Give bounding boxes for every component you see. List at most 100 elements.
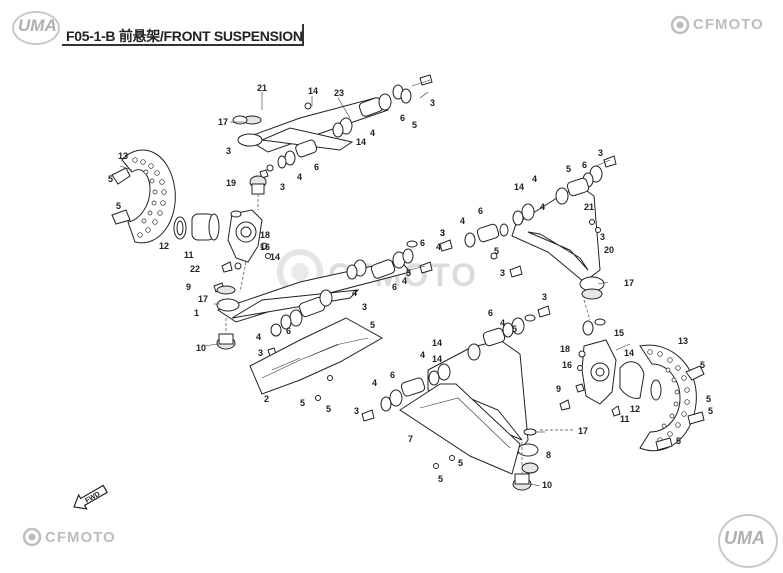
part-callout-17: 17 <box>218 117 228 127</box>
callouts-left-knuckle: 13 5 5 12 11 18 16 14 22 9 17 <box>108 151 280 304</box>
part-callout-5: 5 <box>438 474 443 484</box>
uma-logo-top: UMA <box>18 16 57 35</box>
diagram-title-box: F05-1-B 前悬架/FRONT SUSPENSION <box>62 24 304 46</box>
part-callout-3: 3 <box>600 232 605 242</box>
part-callout-6: 6 <box>488 308 493 318</box>
part-callout-4: 4 <box>402 276 407 286</box>
upper-right-a-arm <box>439 155 617 321</box>
part-callout-12: 12 <box>159 241 169 251</box>
part-callout-14: 14 <box>514 182 524 192</box>
left-steering-knuckle <box>213 209 271 293</box>
right-brake-disc <box>639 344 705 452</box>
part-callout-13: 13 <box>678 336 688 346</box>
part-callout-5: 5 <box>676 436 681 446</box>
right-steering-knuckle <box>559 318 662 417</box>
callouts-upper-right-arm: 3 6 5 14 4 4 21 3 4 3 6 5 20 17 3 <box>440 148 634 288</box>
part-callout-5: 5 <box>116 201 121 211</box>
part-callout-6: 6 <box>314 162 319 172</box>
part-callout-5: 5 <box>566 164 571 174</box>
part-callout-5: 5 <box>108 174 113 184</box>
part-callout-4: 4 <box>420 350 425 360</box>
part-callout-3: 3 <box>500 268 505 278</box>
part-callout-3: 3 <box>440 228 445 238</box>
part-callout-7: 7 <box>408 434 413 444</box>
part-callout-18: 18 <box>560 344 570 354</box>
part-callout-3: 3 <box>280 182 285 192</box>
part-callout-16: 16 <box>260 242 270 252</box>
uma-logo-bottom: UMA <box>724 528 765 548</box>
part-callout-5: 5 <box>700 360 705 370</box>
part-callout-3: 3 <box>362 302 367 312</box>
part-callout-5: 5 <box>300 398 305 408</box>
lower-left-a-arm <box>216 240 433 357</box>
part-callout-15: 15 <box>614 328 624 338</box>
right-skid-plate <box>399 383 521 475</box>
part-callout-4: 4 <box>540 202 545 212</box>
part-callout-16: 16 <box>562 360 572 370</box>
part-callout-4: 4 <box>256 332 261 342</box>
callouts-right-knuckle: 15 18 16 14 13 5 5 9 12 11 5 5 <box>556 328 713 446</box>
part-callout-11: 11 <box>620 414 630 424</box>
part-callout-4: 4 <box>532 174 537 184</box>
forward-direction-arrow: FWD <box>73 484 108 510</box>
part-callout-8: 8 <box>546 450 551 460</box>
part-callout-17: 17 <box>198 294 208 304</box>
part-callout-3: 3 <box>430 98 435 108</box>
part-callout-5: 5 <box>706 394 711 404</box>
callouts-upper-left-arm: 21 14 23 3 17 6 5 4 14 3 6 4 19 3 <box>218 83 435 192</box>
part-callout-5: 5 <box>326 404 331 414</box>
part-callout-11: 11 <box>184 250 194 260</box>
leader-lines <box>119 91 631 487</box>
part-callout-10: 10 <box>196 343 206 353</box>
part-callout-14: 14 <box>270 252 280 262</box>
part-callout-4: 4 <box>436 242 441 252</box>
part-callout-19: 19 <box>226 178 236 188</box>
part-callout-9: 9 <box>556 384 561 394</box>
part-callout-6: 6 <box>420 238 425 248</box>
part-callout-5: 5 <box>494 246 499 256</box>
part-callout-9: 9 <box>186 282 191 292</box>
part-callout-14: 14 <box>624 348 634 358</box>
uma-logo-bottom-ring <box>718 514 778 568</box>
part-callout-5: 5 <box>370 320 375 330</box>
part-callout-1: 1 <box>194 308 199 318</box>
part-callout-6: 6 <box>582 160 587 170</box>
part-callout-21: 21 <box>257 83 267 93</box>
part-callout-3: 3 <box>440 228 445 238</box>
part-callout-5: 5 <box>412 120 417 130</box>
part-callout-17: 17 <box>578 426 588 436</box>
cfmoto-logo-bottom-icon <box>22 527 42 547</box>
part-callout-23: 23 <box>334 88 344 98</box>
part-callout-4: 4 <box>297 172 302 182</box>
part-callout-5: 5 <box>406 268 411 278</box>
cfmoto-logo-bottom: CFMOTO <box>45 529 116 546</box>
part-callout-2: 2 <box>264 394 269 404</box>
part-callout-4: 4 <box>500 318 505 328</box>
cfmoto-logo-top-icon <box>670 15 690 35</box>
part-callout-21: 21 <box>584 202 594 212</box>
left-brake-disc <box>111 149 220 244</box>
part-callout-6: 6 <box>390 370 395 380</box>
part-callout-3: 3 <box>258 348 263 358</box>
part-callout-6: 6 <box>478 206 483 216</box>
left-skid-plate <box>249 317 384 401</box>
part-callout-12: 12 <box>630 404 640 414</box>
part-callout-18: 18 <box>260 230 270 240</box>
part-callout-14: 14 <box>432 354 442 364</box>
uma-logo-top-ring <box>12 11 60 45</box>
part-callout-17: 17 <box>624 278 634 288</box>
part-callout-20: 20 <box>604 245 614 255</box>
part-callout-6: 6 <box>392 282 397 292</box>
part-callout-3: 3 <box>542 292 547 302</box>
part-callout-14: 14 <box>308 86 318 96</box>
fwd-label: FWD <box>84 491 101 505</box>
part-callout-10: 10 <box>542 480 552 490</box>
callouts-lower-right-arm: 6 3 4 5 14 4 14 6 4 3 17 7 8 10 5 5 <box>354 292 588 490</box>
cfmoto-logo-top: CFMOTO <box>693 16 764 33</box>
part-callout-6: 6 <box>286 326 291 336</box>
callouts-lower-left-arm: 3 4 6 5 4 6 4 3 5 6 4 1 3 10 2 5 5 <box>194 228 445 414</box>
part-callout-3: 3 <box>354 406 359 416</box>
part-callout-22: 22 <box>190 264 200 274</box>
part-callout-3: 3 <box>226 146 231 156</box>
